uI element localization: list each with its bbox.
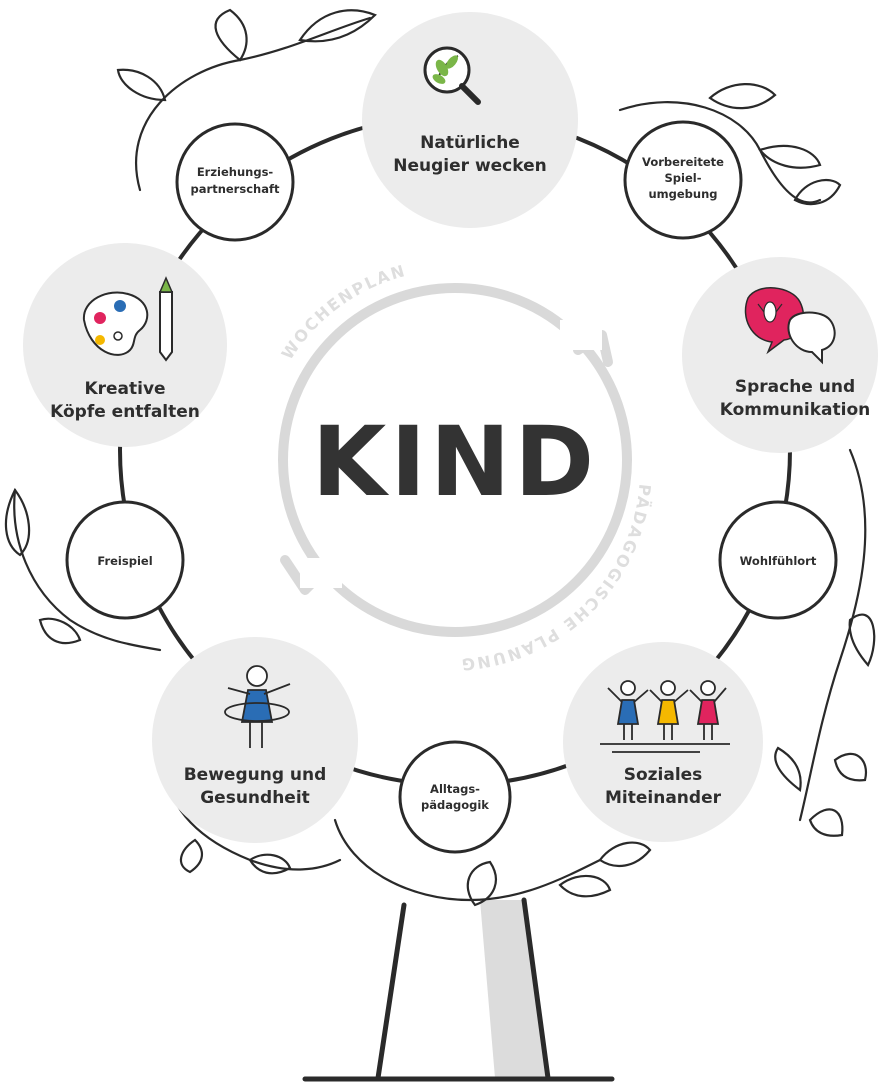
node-freispiel[interactable]: Freispiel: [65, 500, 185, 620]
node-label-line2: Kommunikation: [720, 400, 871, 420]
node-label-line2: Köpfe entfalten: [50, 402, 200, 422]
node-label-line1: Freispiel: [97, 554, 152, 568]
children-group-icon: [600, 680, 730, 753]
node-soziales-miteinander[interactable]: Soziales Miteinander: [563, 642, 763, 842]
node-label-line1: Kreative: [84, 379, 165, 399]
node-label-line1: Natürliche: [420, 133, 520, 153]
node-label-line2: pädagogik: [421, 798, 489, 812]
hula-hoop-child-icon: [224, 665, 291, 748]
node-label-line1: Wohlfühlort: [740, 554, 817, 568]
node-label-line2: Spiel-: [665, 171, 702, 185]
node-label-line2: partnerschaft: [191, 182, 280, 196]
node-natuerliche-neugier[interactable]: Natürliche Neugier wecken: [362, 12, 578, 228]
tree-trunk: [302, 897, 615, 1082]
node-label-line3: umgebung: [648, 187, 717, 201]
node-label-line1: Soziales: [624, 765, 703, 785]
node-label-line1: Vorbereitete: [642, 155, 724, 169]
cycle-arrow: [278, 283, 632, 637]
node-label-line1: Bewegung und: [184, 765, 327, 785]
node-label-line1: Sprache und: [735, 377, 855, 397]
palette-brush-icon: [82, 276, 174, 362]
node-wohlfuehlort[interactable]: Wohlfühlort: [718, 500, 838, 620]
node-bewegung-gesundheit[interactable]: Bewegung und Gesundheit: [152, 637, 358, 843]
center-title: KIND: [312, 406, 598, 518]
node-label-line2: Neugier wecken: [393, 156, 546, 176]
magnifier-leaf-icon: [423, 46, 481, 105]
speech-bubbles-icon: [744, 287, 836, 365]
node-vorbereitete-spielumgebung[interactable]: Vorbereitete Spiel- umgebung: [623, 120, 743, 240]
ring-label-top: WOCHENPLAN: [278, 261, 409, 363]
node-erziehungspartnerschaft[interactable]: Erziehungs- partnerschaft: [175, 122, 295, 242]
node-label-line1: Erziehungs-: [197, 165, 274, 179]
node-label-line2: Gesundheit: [200, 788, 310, 808]
node-sprache-kommunikation[interactable]: Sprache und Kommunikation: [682, 257, 878, 453]
node-label-line1: Alltags-: [430, 782, 480, 796]
node-kreative-koepfe[interactable]: Kreative Köpfe entfalten: [23, 243, 227, 447]
node-alltagspaedagogik[interactable]: Alltags- pädagogik: [398, 740, 512, 854]
vine-decoration: [4, 8, 876, 907]
node-label-line2: Miteinander: [605, 788, 722, 808]
